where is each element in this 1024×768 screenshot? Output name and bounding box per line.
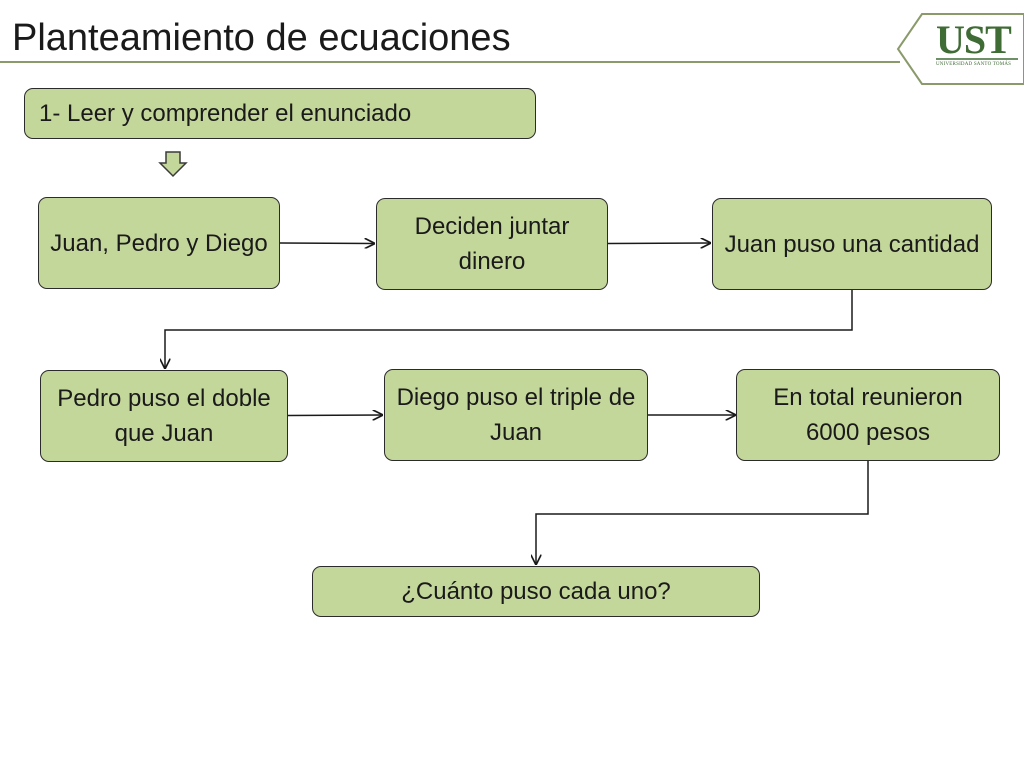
box-juan-puso-label: Juan puso una cantidad — [724, 230, 980, 258]
box-pedro-puso: Pedro puso el doble que Juan — [40, 370, 288, 462]
box-diego-puso: Diego puso el triple de Juan — [384, 369, 648, 461]
logo-frame — [896, 13, 1024, 85]
arrow-juan-puso-to-pedro — [165, 290, 853, 368]
arrow-deciden-to-juan-puso — [607, 243, 710, 244]
box-deciden-juntar: Deciden juntar dinero — [376, 198, 608, 290]
logo-subtitle: UNIVERSIDAD SANTO TOMÁS — [936, 62, 1012, 67]
logo-text: UST — [936, 17, 1012, 62]
box-juan-pedro-diego-label: Juan, Pedro y Diego — [50, 229, 268, 257]
step1-box: 1- Leer y comprender el enunciado — [24, 88, 536, 139]
ust-logo — [896, 13, 1024, 85]
arrow-juan-to-deciden — [279, 243, 374, 244]
box-pregunta-label: ¿Cuánto puso cada uno? — [401, 578, 671, 605]
header-divider — [0, 61, 900, 63]
box-pedro-puso-label: Pedro puso el doble que Juan — [57, 385, 271, 447]
box-total: En total reunieron 6000 pesos — [736, 369, 1000, 461]
step1-label: 1- Leer y comprender el enunciado — [39, 100, 412, 127]
box-juan-pedro-diego: Juan, Pedro y Diego — [38, 197, 280, 289]
box-pregunta: ¿Cuánto puso cada uno? — [312, 566, 760, 617]
box-juan-puso: Juan puso una cantidad — [712, 198, 992, 290]
box-deciden-juntar-label: Deciden juntar dinero — [414, 213, 570, 275]
box-diego-puso-label: Diego puso el triple de Juan — [396, 384, 636, 446]
arrow-pedro-to-diego — [287, 415, 382, 416]
arrow-total-to-pregunta — [536, 461, 869, 564]
page-title: Planteamiento de ecuaciones — [12, 17, 511, 59]
box-total-label: En total reunieron 6000 pesos — [773, 384, 963, 446]
down-arrow-icon — [158, 151, 188, 178]
